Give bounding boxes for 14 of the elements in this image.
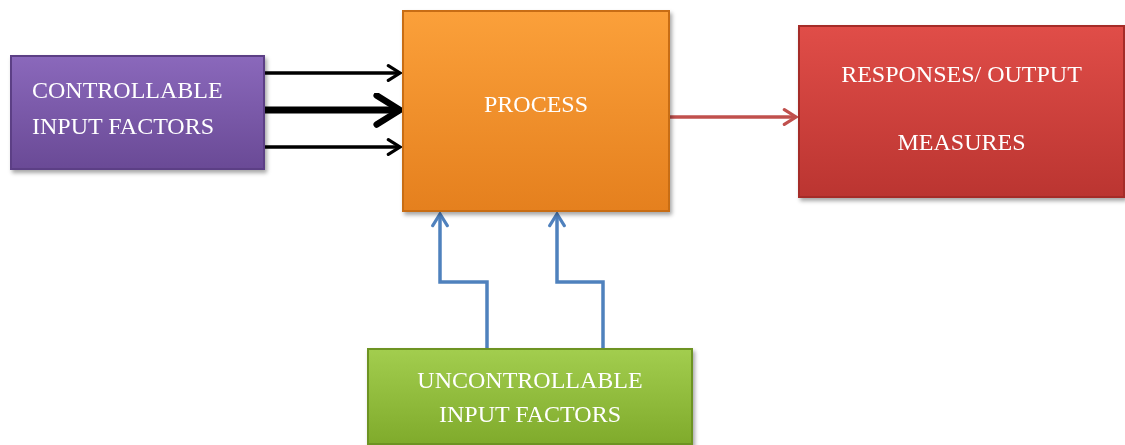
box-label: RESPONSES/ OUTPUT MEASURES — [840, 59, 1083, 157]
box-label: CONTROLLABLE INPUT FACTORS — [32, 75, 224, 141]
arrow — [548, 212, 605, 348]
process-box — [10, 55, 265, 170]
box-label: UNCONTROLLABLE INPUT FACTORS — [416, 365, 644, 429]
arrow — [431, 212, 489, 348]
arrow — [670, 108, 798, 126]
arrow — [265, 92, 404, 128]
box-label: PROCESS — [483, 89, 589, 119]
process-box — [402, 10, 670, 212]
arrow — [265, 138, 402, 156]
process-box — [798, 25, 1125, 198]
process-box — [367, 348, 693, 445]
arrow — [265, 64, 402, 82]
